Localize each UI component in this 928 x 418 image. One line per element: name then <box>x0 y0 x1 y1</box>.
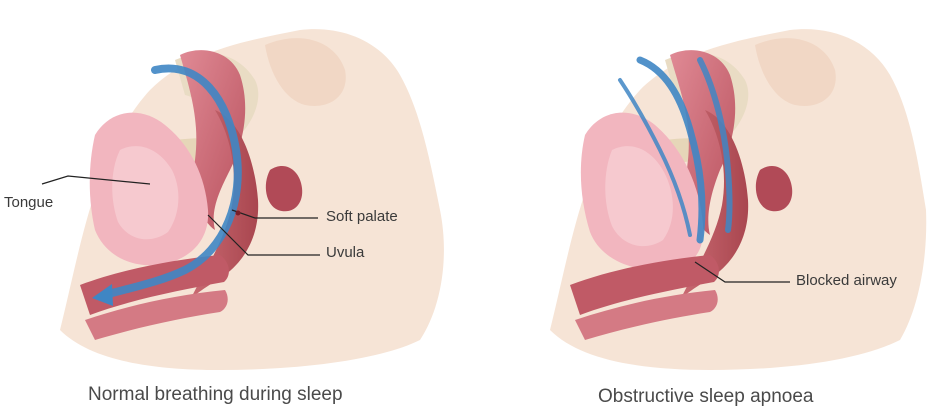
blocked-airway-label: Blocked airway <box>796 272 897 289</box>
normal-breathing-caption: Normal breathing during sleep <box>88 384 343 406</box>
uvula-label: Uvula <box>326 244 364 261</box>
tongue-label: Tongue <box>4 194 53 211</box>
apnoea-illustration <box>550 29 926 370</box>
soft-palate-marker <box>236 211 241 216</box>
apnoea-caption: Obstructive sleep apnoea <box>598 386 813 408</box>
soft-palate-label: Soft palate <box>326 208 398 225</box>
normal-breathing-illustration <box>42 29 444 370</box>
